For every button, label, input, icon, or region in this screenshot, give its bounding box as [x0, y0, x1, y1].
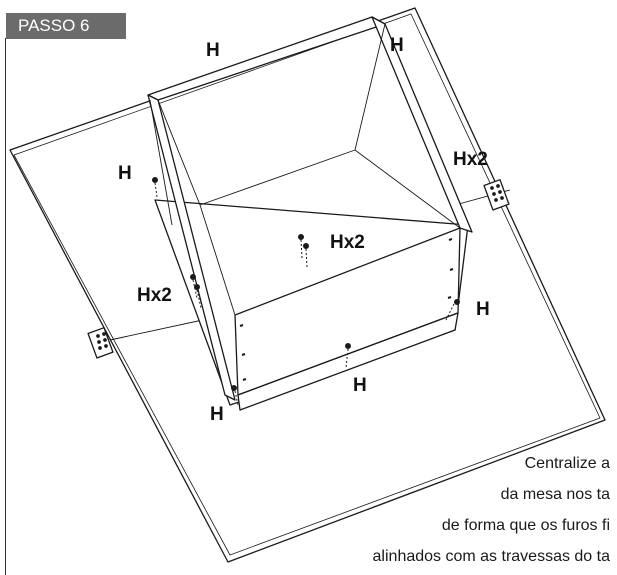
- label-hx2-left: Hx2: [137, 285, 172, 306]
- table-top-board-edge: [13, 13, 601, 556]
- instruction-line-1: Centralize a: [524, 456, 610, 472]
- screw-center-b: [303, 243, 309, 268]
- inner-floor-right: [354, 149, 461, 229]
- cabinet-front-base: [237, 312, 459, 411]
- label-h-bottom-left: H: [210, 404, 224, 425]
- inner-floor-left: [199, 204, 236, 316]
- screw-center-a: [298, 234, 304, 259]
- label-h-top: H: [206, 40, 220, 61]
- hole-mark: [447, 296, 452, 299]
- screw-right: [445, 299, 460, 321]
- frame-left-rule: [5, 38, 6, 575]
- inner-back-left: [157, 99, 201, 206]
- hole-mark: [241, 353, 246, 356]
- hole-mark: [449, 268, 454, 271]
- cabinet-left-side: [147, 94, 236, 401]
- screw-bottom: [345, 343, 351, 369]
- inner-back-bottom: [199, 149, 356, 206]
- bracket-right: [483, 179, 510, 211]
- hole-mark: [448, 238, 453, 241]
- label-h-right: H: [476, 299, 490, 320]
- instruction-line-3: de forma que os furos fi: [441, 518, 610, 534]
- cabinet-top-rim: [147, 16, 386, 101]
- label-h-top-right: H: [390, 35, 404, 56]
- step-badge: PASSO 6: [6, 13, 126, 39]
- inner-rear-panel: [149, 99, 173, 226]
- instruction-line-4: alinhados com as travessas do ta: [372, 549, 610, 565]
- label-hx2-center: Hx2: [330, 232, 365, 253]
- cabinet-right-side: [371, 16, 473, 233]
- hole-mark: [239, 324, 244, 327]
- label-h-bottom: H: [353, 375, 367, 396]
- inner-back-right: [354, 23, 386, 151]
- screw-bottom-left: [231, 385, 239, 406]
- instruction-line-2: da mesa nos ta: [500, 487, 610, 503]
- label-h-left: H: [118, 163, 132, 184]
- hole-mark: [242, 378, 247, 381]
- screw-left-mid-b: [194, 284, 202, 309]
- screw-left-top: [152, 177, 158, 198]
- bracket-left: [87, 327, 114, 359]
- label-hx2-right: Hx2: [453, 149, 488, 170]
